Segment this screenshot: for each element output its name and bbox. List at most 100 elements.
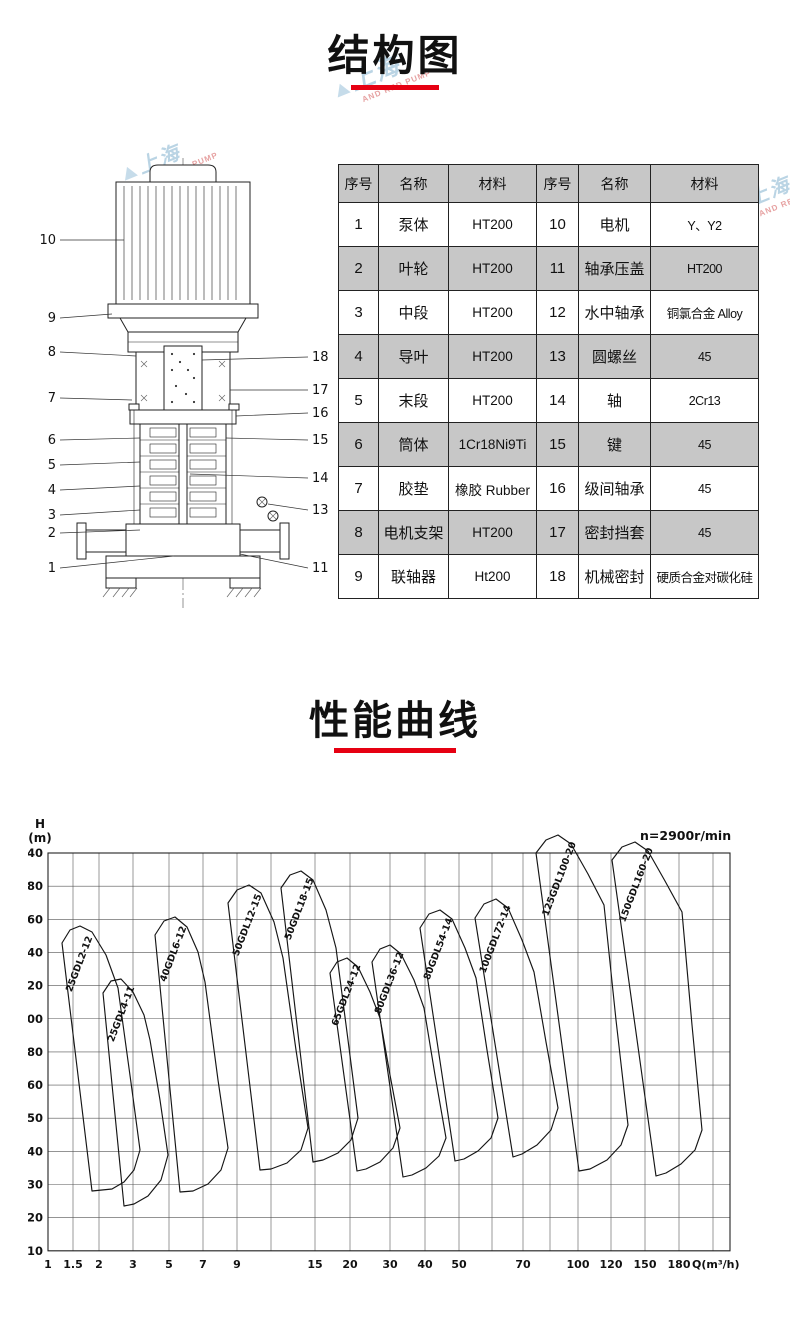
parts-cell: 轴承压盖 [578,246,651,291]
plot-frame [47,852,731,1252]
y-tick-label: 20 [28,1211,43,1225]
x-axis-label: Q(m³/h) [692,1258,740,1271]
coupling [163,345,203,415]
y-tick-label: 10 [28,1244,43,1258]
x-tick-label: 9 [233,1258,241,1271]
x-tick-label: 1.5 [63,1258,83,1271]
callout-number: 16 [312,406,329,421]
parts-cell: 橡胶 Rubber [448,466,537,511]
callout-number: 4 [48,483,56,498]
curves-section-title: 性能曲线 [309,699,481,743]
parts-cell: HT200 [448,334,537,379]
title-underline [334,748,456,753]
x-tick-label: 5 [165,1258,173,1271]
parts-cell: Y、Y2 [650,202,759,247]
parts-cell: 机械密封 [578,554,651,599]
parts-cell: 筒体 [378,422,449,467]
parts-cell: 2Cr13 [650,378,759,423]
callout-number: 18 [312,350,329,365]
callout-number: 8 [48,345,56,360]
parts-cell: 联轴器 [378,554,449,599]
x-tick-label: 15 [307,1258,322,1271]
x-tick-label: 150 [634,1258,657,1271]
y-tick-label: 180 [28,879,43,893]
parts-cell: 11 [536,246,579,291]
callout-line [59,397,133,401]
callout-line [59,555,175,569]
curve-label: 25GDL4-11 [106,985,137,1044]
y-tick-label: 140 [28,945,43,959]
curve-band-40GDL6-12 [154,916,229,1193]
speed-note: n=2900r/min [640,828,731,843]
curve-band-150GDL160-20 [611,841,703,1177]
parts-cell: 15 [536,422,579,467]
base-foot-left [105,577,137,589]
curve-label: 25GDL2-12 [64,935,95,994]
coupling-texture [170,352,196,404]
parts-cell: 电机 [578,202,651,247]
y-tick-label: 80 [28,1045,43,1059]
pump-head-flange [129,409,237,425]
parts-cell: 16 [536,466,579,511]
parts-cell: 末段 [378,378,449,423]
callout-number: 11 [312,561,329,576]
callout-line [59,461,141,466]
parts-cell: Ht200 [448,554,537,599]
x-tick-label: 50 [451,1258,467,1271]
base-plate [105,555,261,579]
x-tick-label: 70 [515,1258,531,1271]
motor-body [115,181,251,305]
curve-band-80GDL36-12 [371,944,447,1178]
parts-cell: 13 [536,334,579,379]
parts-cell: 密封挡套 [578,510,651,555]
parts-cell: 硬质合金对碳化硅 [650,554,759,599]
bracket-bolts [140,360,226,402]
curve-label: 80GDL36-12 [373,951,407,1016]
parts-cell: 水中轴承 [578,290,651,335]
ground-hatching [102,587,262,598]
curve-label: 80GDL54-14 [422,916,456,981]
callout-number: 9 [48,311,56,326]
x-tick-label: 30 [382,1258,398,1271]
parts-cell: 1 [338,202,379,247]
y-tick-label: 100 [28,1012,43,1026]
parts-cell: 5 [338,378,379,423]
parts-cell: 2 [338,246,379,291]
callout-number: 15 [312,433,329,448]
curve-band-65GDL24-12 [329,957,401,1172]
parts-cell: HT200 [448,202,537,247]
callout-line [201,356,309,361]
curve-label: 40GDL6-12 [158,925,189,984]
callout-line [59,509,141,516]
callout-number: 14 [312,471,329,486]
callout-line [59,313,113,319]
parts-cell: 45 [650,422,759,467]
x-tick-label: 1 [44,1258,52,1271]
parts-cell: 12 [536,290,579,335]
callout-number: 13 [312,503,329,518]
parts-col-header: 名称 [378,164,449,203]
y-tick-label: 160 [28,912,43,926]
parts-col-header: 序号 [536,164,579,203]
parts-cell: 14 [536,378,579,423]
parts-cell: 电机支架 [378,510,449,555]
motor-flange [107,303,259,319]
y-tick-label: 60 [28,1078,43,1092]
parts-cell: HT200 [650,246,759,291]
x-tick-label: 120 [600,1258,623,1271]
curve-band-125GDL100-20 [535,834,629,1172]
parts-cell: 17 [536,510,579,555]
callout-number: 6 [48,433,56,448]
parts-cell: 轴 [578,378,651,423]
parts-cell: HT200 [448,290,537,335]
parts-cell: 3 [338,290,379,335]
